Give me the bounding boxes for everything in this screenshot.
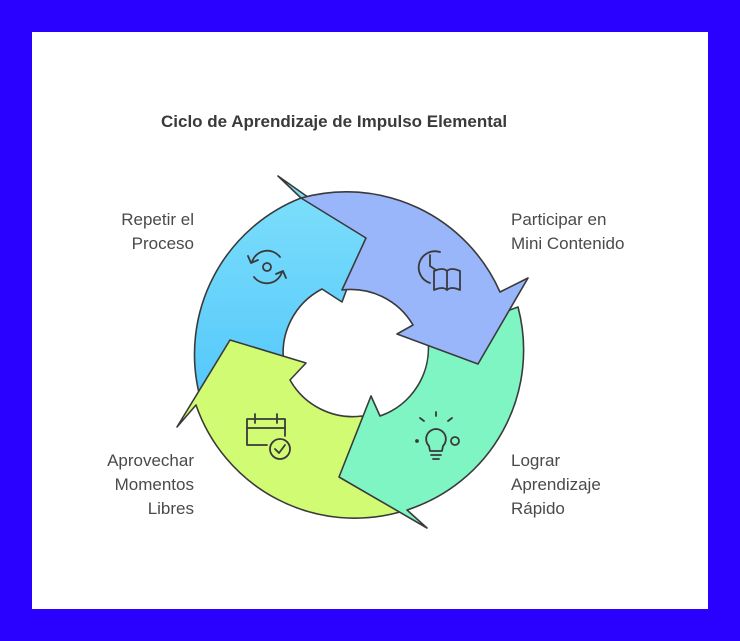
step-label-participate: Participar en Mini Contenido (511, 210, 625, 253)
step-label-repeat: Repetir el Proceso (121, 210, 194, 253)
cycle-segment-participate (300, 191, 529, 365)
lightbulb-icon (415, 411, 460, 460)
diagram-title: Ciclo de Aprendizaje de Impulso Elementa… (161, 112, 508, 131)
clock-book-icon (417, 250, 461, 291)
calendar-check-icon (246, 413, 291, 460)
cycle-arrows-icon (247, 249, 287, 285)
step-label-achieve: Lograr Aprendizaje Rápido (511, 451, 601, 518)
step-label-leverage: Aprovechar Momentos Libres (107, 451, 194, 518)
cycle-segment-repeat (193, 175, 367, 394)
